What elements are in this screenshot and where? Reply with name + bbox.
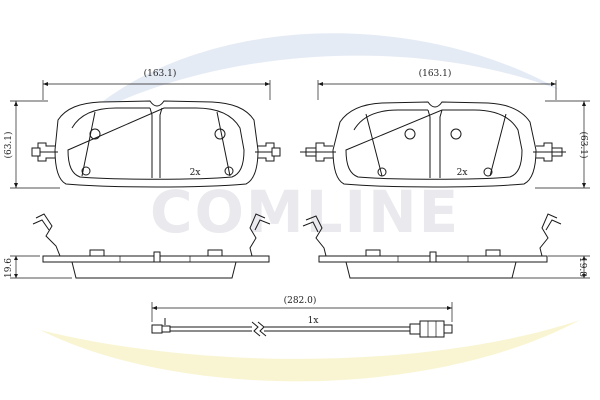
- sensor-quantity: 1x: [308, 316, 319, 326]
- left-pad-width-dimension: (163.1): [144, 68, 177, 79]
- watermark-swoosh-blue: [80, 33, 560, 120]
- left-pad-quantity: 2x: [190, 168, 201, 178]
- wear-sensor: (282.0) 1x: [151, 295, 453, 338]
- right-pad-width-dimension: (163.1): [419, 68, 452, 79]
- left-pad-height-dimension: (63.1): [3, 131, 14, 158]
- watermark-text: COMLINE: [150, 178, 460, 246]
- comline-watermark: COMLINE: [40, 33, 580, 382]
- right-pad-height-dimension: (63.1): [578, 131, 589, 158]
- left-pad-front-view: (163.1) (63.1) 2x: [3, 68, 281, 189]
- left-pad-side-view: 19.6: [4, 213, 271, 279]
- right-pad-thickness-dimension: 19.8: [577, 257, 587, 277]
- right-pad-front-view: (163.1) (63.1) 2x: [300, 68, 590, 189]
- right-pad-side-view: 19.8: [302, 213, 590, 279]
- sensor-length-dimension: (282.0): [284, 295, 317, 306]
- left-pad-thickness-dimension: 19.6: [4, 258, 14, 278]
- watermark-swoosh-yellow: [40, 320, 580, 382]
- right-pad-quantity: 2x: [457, 168, 468, 178]
